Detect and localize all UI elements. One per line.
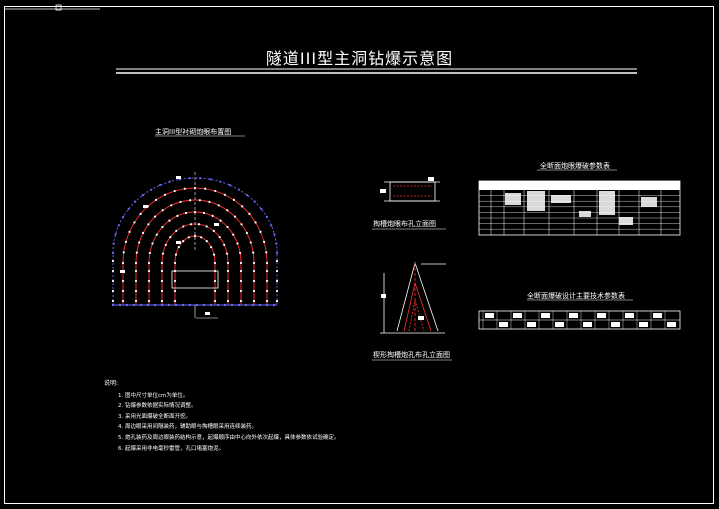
sheet-border xyxy=(4,4,714,504)
note-item: 6. 起爆采用非电毫秒雷管，孔口堵塞炮泥。 xyxy=(118,445,224,452)
note-item: 2. 钻爆参数依据实际情况调整。 xyxy=(118,403,197,410)
technical-parameter-table xyxy=(478,310,681,330)
note-item: 1. 图中尺寸单位cm为单位。 xyxy=(118,392,189,399)
note-item: 3. 采用光面爆破全断面开挖。 xyxy=(118,413,191,420)
side-view-label: 掏槽炮眼布孔立面图 xyxy=(373,220,436,228)
blasting-parameter-table xyxy=(478,180,681,236)
cut-elevation-drawing xyxy=(380,177,440,202)
note-item: 4. 周边眼采用间隔装药，辅助眼与掏槽眼采用连续装药。 xyxy=(118,424,257,431)
wedge-cut-drawing xyxy=(380,261,446,334)
notes-heading: 说明: xyxy=(104,380,119,387)
tunnel-section-drawing xyxy=(111,172,279,319)
title-underline xyxy=(116,68,637,74)
notes-block: 说明: 1. 图中尺寸单位cm为单位。 2. 钻爆参数依据实际情况调整。 3. … xyxy=(104,379,340,454)
drawing-title: 隧道III型主洞钻爆示意图 xyxy=(265,49,454,68)
tunnel-section-label: 主洞III型衬砌炮眼布置图 xyxy=(155,128,232,136)
table1-title: 全断面炮眼爆破参数表 xyxy=(540,162,610,170)
note-item: 5. 炮孔装药及周边眼装药结构示意，起爆顺序由中心向外依次起爆，具体参数依试验确… xyxy=(118,434,340,441)
cut-view-label: 楔形掏槽炮孔布孔立面图 xyxy=(373,351,450,359)
table2-title: 全断面爆破设计主要技术参数表 xyxy=(527,292,625,300)
